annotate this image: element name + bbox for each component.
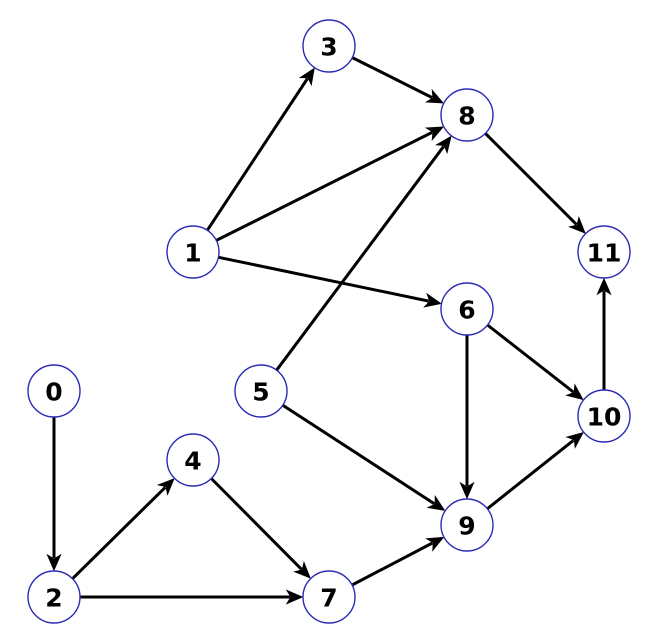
arrowhead-icon (424, 88, 445, 104)
node-circle (577, 389, 631, 443)
edge-9-to-10 (486, 432, 584, 510)
node-circle (27, 364, 81, 418)
node-circle (234, 364, 288, 418)
node-label: 0 (45, 378, 62, 407)
node-label: 9 (458, 512, 475, 541)
edge-5-to-9 (281, 403, 446, 511)
node-label: 8 (458, 102, 475, 131)
arrowhead-icon (568, 216, 586, 234)
edge-line (215, 131, 433, 242)
node-label: 4 (184, 447, 201, 476)
arrowhead-icon (435, 135, 452, 155)
edge-line (71, 486, 167, 580)
node-9: 9 (440, 498, 494, 552)
arrowhead-icon (285, 589, 304, 605)
node-label: 10 (587, 403, 622, 432)
edge-line (351, 541, 434, 587)
node-0: 0 (27, 364, 81, 418)
node-circle (302, 19, 356, 73)
edge-line (486, 439, 575, 510)
edge-line (218, 255, 430, 303)
node-2: 2 (27, 570, 81, 624)
edge-6-to-10 (486, 323, 584, 401)
arrowhead-icon (459, 481, 475, 500)
edge-6-to-9 (459, 335, 475, 500)
edge-0-to-2 (46, 417, 62, 572)
node-circle (440, 498, 494, 552)
node-circle (440, 88, 494, 142)
edge-2-to-7 (80, 589, 304, 605)
edge-1-to-8 (215, 126, 445, 242)
edge-5-to-8 (275, 135, 452, 372)
node-label: 11 (587, 239, 622, 268)
node-3: 3 (302, 19, 356, 73)
edge-line (351, 56, 433, 99)
edge-10-to-11 (596, 277, 612, 390)
edge-line (206, 77, 309, 232)
node-11: 11 (577, 225, 631, 279)
edge-8-to-11 (484, 132, 586, 234)
node-circle (302, 570, 356, 624)
edge-line (210, 477, 303, 571)
arrowhead-icon (596, 277, 612, 296)
arrowhead-icon (293, 560, 311, 579)
node-circle (27, 570, 81, 624)
node-label: 5 (252, 378, 269, 407)
node-label: 6 (458, 296, 475, 325)
arrowhead-icon (426, 495, 446, 511)
node-circle (577, 225, 631, 279)
edge-line (486, 323, 575, 394)
node-8: 8 (440, 88, 494, 142)
arrowhead-icon (565, 432, 584, 449)
arrowhead-icon (156, 478, 175, 496)
arrowhead-icon (425, 536, 445, 552)
arrowhead-icon (565, 383, 584, 401)
nodes-layer: 0 1 2 3 4 5 6 7 (27, 19, 631, 624)
node-4: 4 (166, 433, 220, 487)
edge-2-to-4 (71, 478, 175, 580)
node-circle (166, 225, 220, 279)
edge-line (281, 403, 436, 505)
arrowhead-icon (423, 292, 442, 308)
edge-1-to-6 (218, 255, 442, 308)
edge-line (275, 145, 445, 372)
edge-7-to-9 (351, 536, 445, 587)
edge-4-to-7 (210, 477, 311, 579)
arrowhead-icon (46, 553, 62, 572)
node-1: 1 (166, 225, 220, 279)
node-label: 2 (45, 584, 62, 613)
arrowhead-icon (298, 67, 315, 87)
node-label: 7 (320, 584, 337, 613)
node-circle (166, 433, 220, 487)
node-label: 1 (184, 239, 201, 268)
node-6: 6 (440, 282, 494, 336)
node-label: 3 (320, 33, 337, 62)
node-circle (440, 282, 494, 336)
node-5: 5 (234, 364, 288, 418)
node-7: 7 (302, 570, 356, 624)
edge-3-to-8 (351, 56, 445, 104)
edge-line (484, 132, 578, 226)
edges-layer (46, 56, 612, 605)
arrowhead-icon (424, 126, 445, 142)
edge-1-to-3 (206, 67, 315, 232)
node-10: 10 (577, 389, 631, 443)
